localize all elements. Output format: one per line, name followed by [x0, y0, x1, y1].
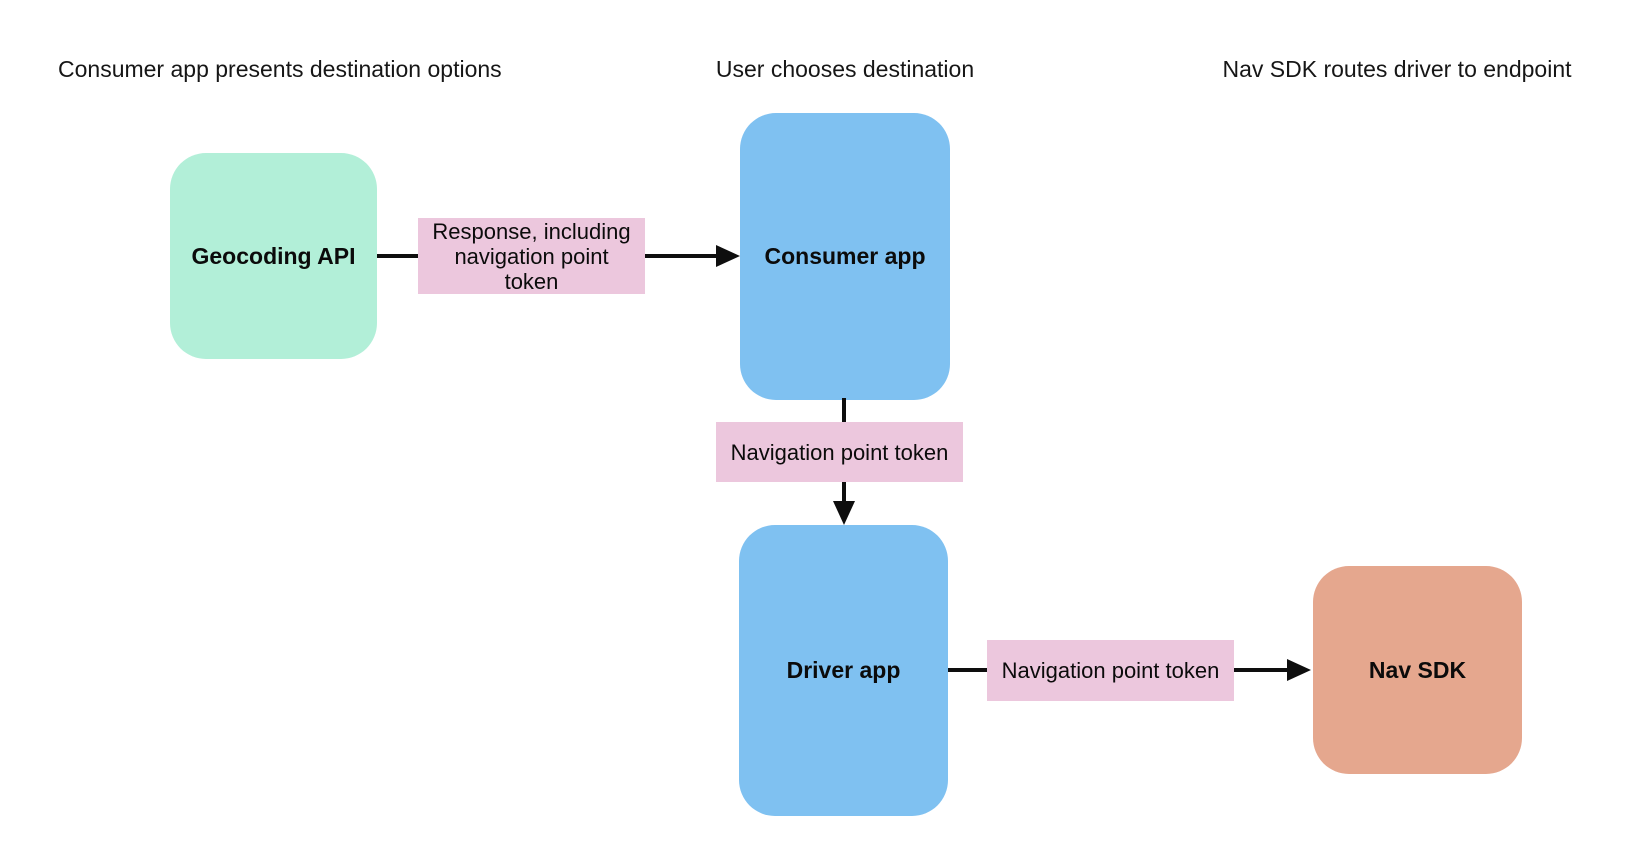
arrowhead-into-driver-app — [833, 501, 855, 525]
node-geocoding-api: Geocoding API — [170, 153, 377, 359]
arrowhead-into-consumer-app — [716, 245, 740, 267]
edge-label-response-line-3: token — [504, 268, 559, 294]
edge-label-navigation-point-token-1: Navigation point token — [716, 422, 963, 482]
edge-line-label-to-driver — [842, 482, 846, 504]
node-nav-sdk-label: Nav SDK — [1368, 656, 1467, 683]
edge-line-label-to-consumer — [645, 254, 718, 258]
node-geocoding-api-label: Geocoding API — [191, 242, 356, 269]
edge-line-geocoding-to-label — [377, 254, 420, 258]
edge-label-token-2-text: Navigation point token — [1001, 658, 1220, 683]
phase-header-consumer-presents: Consumer app presents destination option… — [58, 56, 502, 82]
edge-label-token-1-text: Navigation point token — [730, 439, 949, 465]
edge-line-driver-to-label — [948, 668, 988, 672]
edge-label-response-line-1: Response, including — [432, 218, 631, 244]
edge-label-response-line-2: navigation point — [454, 243, 609, 269]
phase-header-user-chooses: User chooses destination — [715, 56, 975, 82]
arrowhead-into-nav-sdk — [1287, 659, 1311, 681]
node-driver-app: Driver app — [739, 525, 948, 816]
edge-line-consumer-to-label — [842, 398, 846, 424]
edge-label-navigation-point-token-2: Navigation point token — [987, 640, 1234, 701]
node-consumer-app: Consumer app — [740, 113, 950, 400]
phase-header-navsdk-routes: Nav SDK routes driver to endpoint — [1222, 56, 1572, 82]
node-consumer-app-label: Consumer app — [764, 243, 926, 269]
edge-label-response-token: Response, including navigation point tok… — [418, 218, 645, 294]
edge-line-label-to-navsdk — [1234, 668, 1289, 672]
node-driver-app-label: Driver app — [786, 657, 901, 683]
node-nav-sdk: Nav SDK — [1313, 566, 1522, 774]
